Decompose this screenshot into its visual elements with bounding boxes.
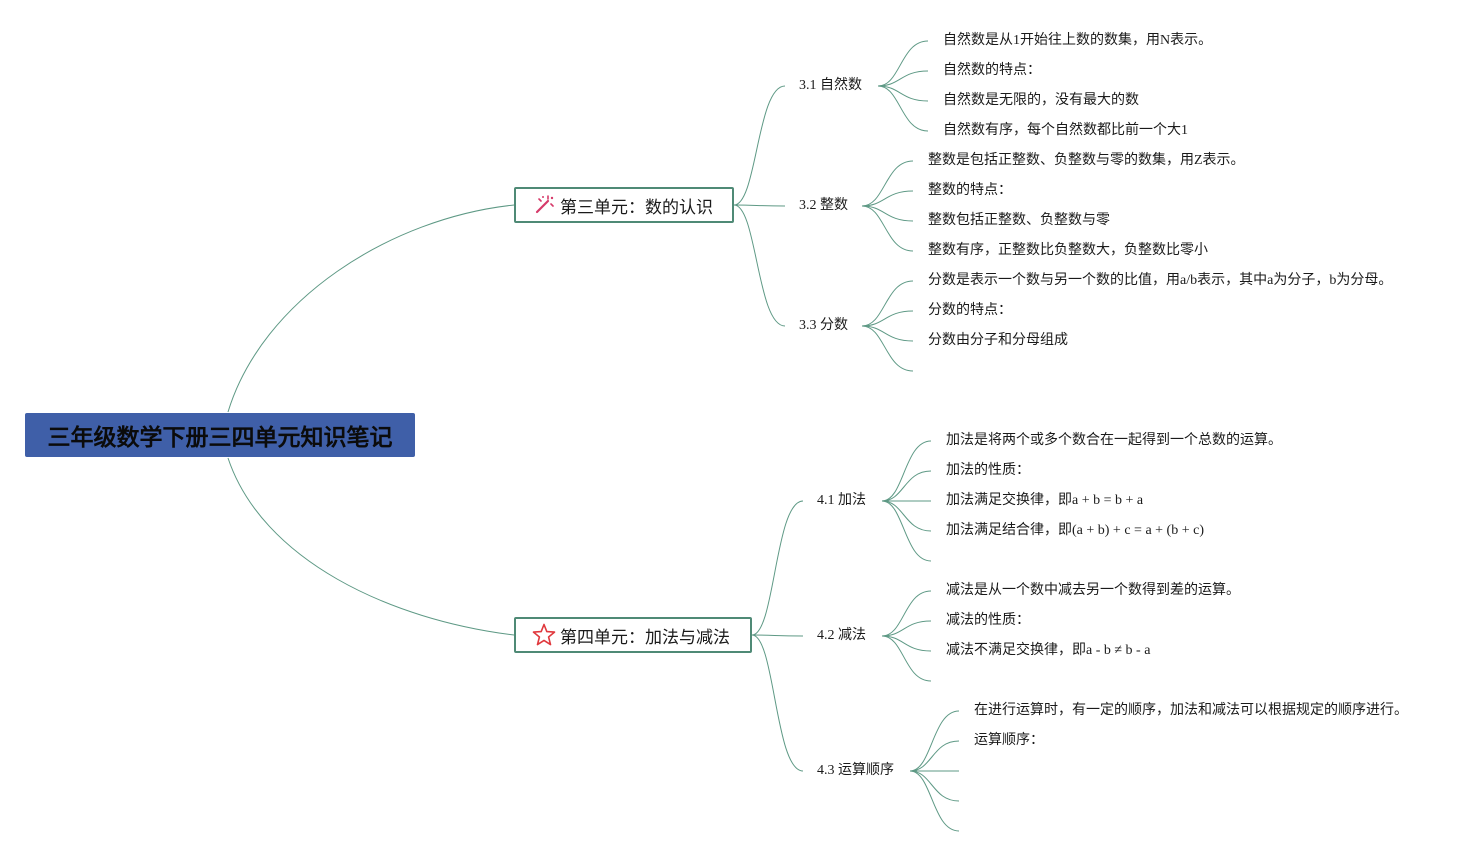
- connector-topic-3-1-4: [877, 85, 929, 132]
- leaf-3-3-3[interactable]: 分数由分子和分母组成: [928, 333, 1068, 348]
- connector-topic-3-3-4: [861, 325, 914, 372]
- connector-topic-3-2-4: [861, 205, 914, 252]
- connector-root-unit3: [227, 204, 515, 413]
- connector-topic-3-1-3: [877, 85, 929, 102]
- leaf-4-1-1[interactable]: 加法是将两个或多个数合在一起得到一个总数的运算。: [946, 433, 1282, 448]
- connector-topic-4-2-1: [881, 590, 932, 637]
- topic-4-1[interactable]: 4.1 加法: [817, 493, 866, 508]
- unit-three-node[interactable]: 第三单元：数的认识: [514, 187, 734, 223]
- connector-unit4-topic2: [751, 634, 804, 637]
- leaf-3-1-4[interactable]: 自然数有序，每个自然数都比前一个大1: [943, 123, 1188, 138]
- root-node[interactable]: 三年级数学下册三四单元知识笔记: [25, 413, 415, 457]
- leaf-4-1-3[interactable]: 加法满足交换律，即a + b = b + a: [946, 493, 1144, 508]
- magic-wand-icon: [532, 193, 556, 217]
- unit-three-title: 第三单元：数的认识: [560, 197, 713, 218]
- leaf-4-3-2[interactable]: 运算顺序：: [974, 733, 1044, 748]
- connector-topic-3-1-1: [877, 40, 929, 87]
- topic-4-3[interactable]: 4.3 运算顺序: [817, 763, 894, 778]
- connector-topic-4-1-5: [881, 500, 932, 562]
- leaf-4-2-2[interactable]: 减法的性质：: [946, 613, 1030, 628]
- connector-root-unit4: [227, 457, 515, 636]
- topic-3-3[interactable]: 3.3 分数: [799, 318, 848, 333]
- connector-topic-4-2-2: [881, 620, 932, 637]
- leaf-3-2-1[interactable]: 整数是包括正整数、负整数与零的数集，用Z表示。: [928, 153, 1245, 168]
- connector-topic-4-3-2: [909, 740, 960, 772]
- leaf-3-3-2[interactable]: 分数的特点：: [928, 303, 1012, 318]
- connector-topic-4-1-1: [881, 440, 932, 502]
- leaf-3-2-2[interactable]: 整数的特点：: [928, 183, 1012, 198]
- unit-four-title: 第四单元：加法与减法: [560, 627, 730, 648]
- unit-four-node[interactable]: 第四单元：加法与减法: [514, 617, 752, 653]
- connector-unit3-topic3: [733, 204, 786, 327]
- connector-topic-3-2-1: [861, 160, 914, 207]
- connector-unit4-topic3: [751, 634, 804, 772]
- star-icon: [532, 623, 556, 647]
- connector-topic-3-3-3: [861, 325, 914, 342]
- connector-unit3-topic1: [733, 85, 786, 206]
- leaf-4-2-3[interactable]: 减法不满足交换律，即a - b ≠ b - a: [946, 643, 1151, 658]
- leaf-4-2-1[interactable]: 减法是从一个数中减去另一个数得到差的运算。: [946, 583, 1240, 598]
- leaf-3-1-2[interactable]: 自然数的特点：: [943, 63, 1041, 78]
- connector-topic-4-3-5: [909, 770, 960, 832]
- topic-3-1[interactable]: 3.1 自然数: [799, 78, 862, 93]
- connector-topic-4-1-4: [881, 500, 932, 532]
- topic-4-2[interactable]: 4.2 减法: [817, 628, 866, 643]
- connector-topic-3-2-3: [861, 205, 914, 222]
- connector-unit3-topic2: [733, 204, 786, 207]
- connector-topic-4-3-4: [909, 770, 960, 802]
- leaf-4-3-1[interactable]: 在进行运算时，有一定的顺序，加法和减法可以根据规定的顺序进行。: [974, 703, 1408, 718]
- leaf-4-1-4[interactable]: 加法满足结合律，即(a + b) + c = a + (b + c): [946, 523, 1204, 538]
- connector-unit4-topic1: [751, 500, 804, 636]
- root-title: 三年级数学下册三四单元知识笔记: [47, 425, 393, 451]
- connector-topic-4-2-4: [881, 635, 932, 682]
- connector-topic-4-3-1: [909, 710, 960, 772]
- connector-topic-4-1-2: [881, 470, 932, 502]
- leaf-3-3-1[interactable]: 分数是表示一个数与另一个数的比值，用a/b表示，其中a为分子，b为分母。: [928, 273, 1393, 288]
- leaf-4-1-2[interactable]: 加法的性质：: [946, 463, 1030, 478]
- topic-3-2[interactable]: 3.2 整数: [799, 198, 848, 213]
- leaf-3-2-3[interactable]: 整数包括正整数、负整数与零: [928, 213, 1110, 228]
- leaf-3-1-1[interactable]: 自然数是从1开始往上数的数集，用N表示。: [943, 33, 1213, 48]
- connector-topic-3-3-1: [861, 280, 914, 327]
- connector-topic-3-1-2: [877, 70, 929, 87]
- leaf-3-1-3[interactable]: 自然数是无限的，没有最大的数: [943, 93, 1139, 108]
- leaf-3-2-4[interactable]: 整数有序，正整数比负整数大，负整数比零小: [928, 243, 1208, 258]
- connector-topic-3-3-2: [861, 310, 914, 327]
- connector-topic-3-2-2: [861, 190, 914, 207]
